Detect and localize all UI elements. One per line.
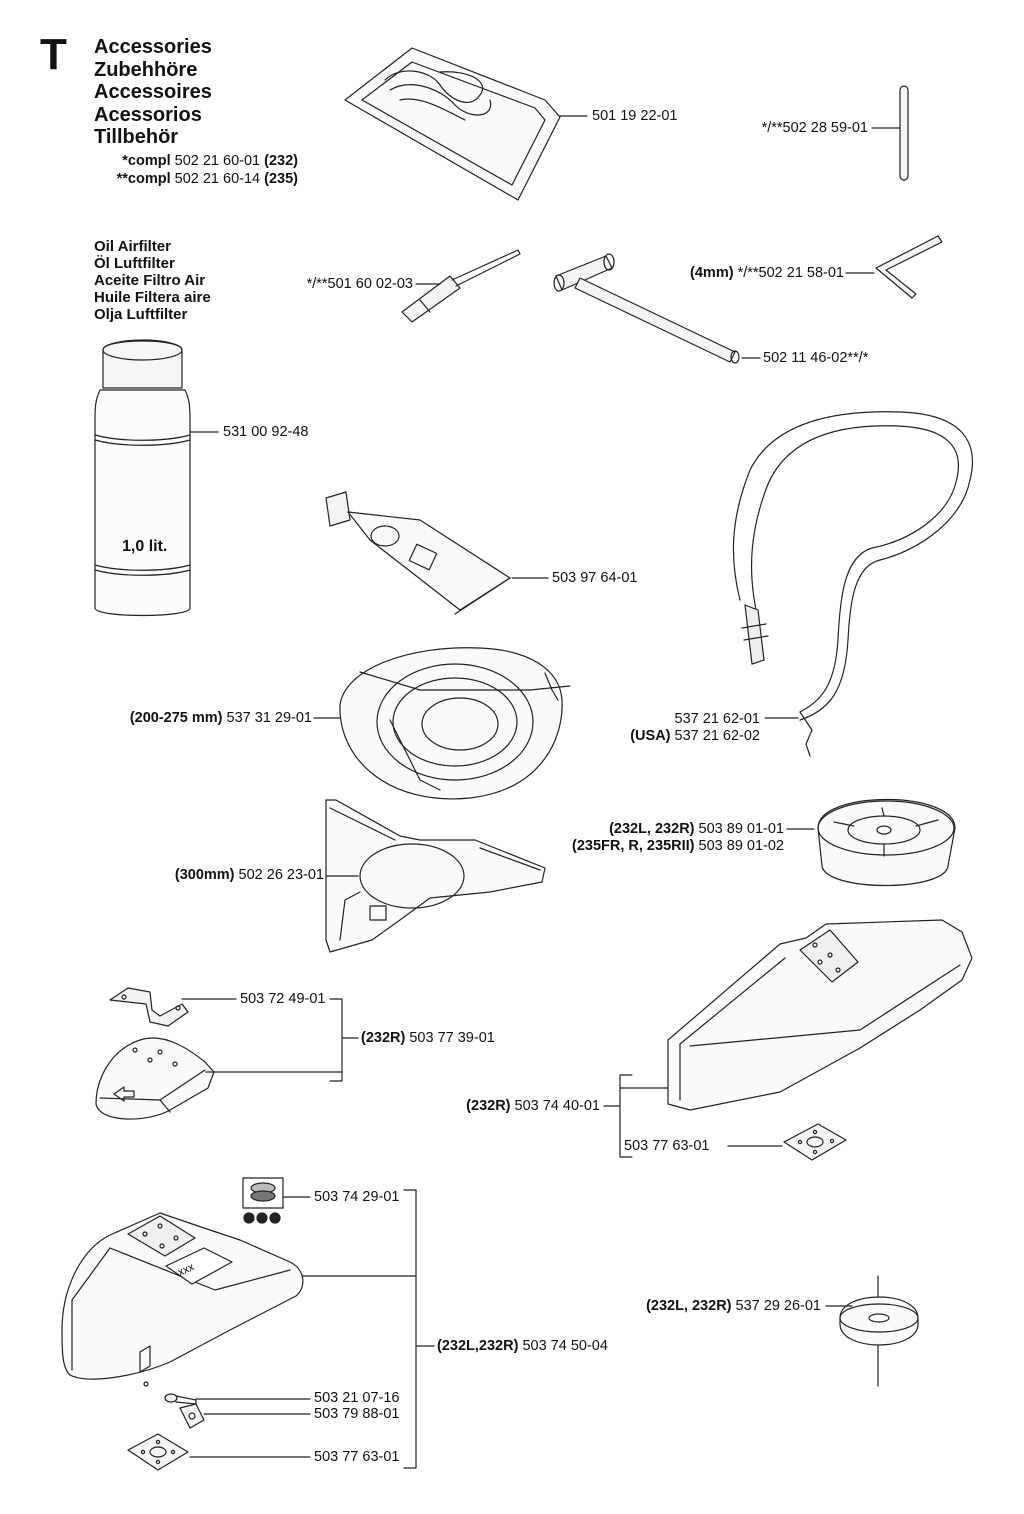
part-label-bracket: 503 72 49-01 [240, 991, 326, 1007]
part-label-clamp: 503 79 88-01 [314, 1406, 400, 1422]
part-label-washer: (232L, 232R) 537 29 26-01 [646, 1298, 821, 1314]
plate-bottom-illustration [127, 1433, 189, 1471]
clamp-illustration [179, 1403, 205, 1429]
bracket-big-guard-kit [403, 1189, 417, 1469]
part-label-blade-guard-232r: (232R) 503 74 40-01 [466, 1098, 600, 1114]
part-label-plate-bottom: 503 77 63-01 [314, 1449, 400, 1465]
title-swedish: Tillbehör [94, 126, 179, 148]
part-label-trimmer-head: 503 74 29-01 [314, 1189, 400, 1205]
plate-right-illustration [783, 1123, 847, 1161]
oil-title-german: Öl Luftfilter [94, 255, 175, 272]
oil-title-spanish: Aceite Filtro Air [94, 272, 206, 289]
blade-guard-232r-illustration [667, 919, 973, 1111]
socket-wrench-illustration [553, 253, 740, 364]
washer-illustration [839, 1275, 919, 1387]
oil-bottle-illustration [94, 339, 191, 617]
part-label-screwdriver: */**501 60 02-03 [306, 276, 413, 292]
bracket-illustration [109, 987, 189, 1027]
part-label-support-cup-235: (235FR, R, 235RII) 503 89 01-02 [572, 838, 784, 854]
part-label-socket-wrench: 502 11 46-02**/* [763, 350, 869, 366]
line-guard-illustration [339, 647, 571, 800]
part-label-allen-key: (4mm) */**502 21 58-01 [690, 265, 844, 281]
bracket-guard-232r [619, 1074, 633, 1158]
part-label-grease-tube: 503 97 64-01 [552, 570, 638, 586]
pin-illustration [899, 85, 909, 181]
part-label-oil-bottle: 531 00 92-48 [223, 424, 309, 440]
big-guard-illustration [61, 1212, 304, 1387]
part-label-harness: 537 21 62-01 [674, 711, 760, 727]
screw-illustration [164, 1393, 197, 1405]
part-label-bag: 501 19 22-01 [592, 108, 678, 124]
compl-232: *compl 502 21 60-01 (232) [122, 153, 298, 169]
section-letter: T [40, 30, 67, 79]
trimmer-head-icon [242, 1177, 284, 1224]
part-label-support-cup: (232L, 232R) 503 89 01-01 [609, 821, 784, 837]
part-label-harness-usa: (USA) 537 21 62-02 [630, 728, 760, 744]
grease-tube-illustration [325, 491, 511, 615]
bottle-volume-label: 1,0 lit. [122, 538, 168, 555]
part-label-big-guard-kit: (232L,232R) 503 74 50-04 [437, 1338, 608, 1354]
oil-title-swedish: Olja Luftfilter [94, 306, 188, 323]
oil-title-french: Huile Filtera aire [94, 289, 211, 306]
title-english: Accessories [94, 36, 212, 58]
title-spanish: Acessorios [94, 103, 202, 126]
part-label-guard-kit-232r: (232R) 503 77 39-01 [361, 1030, 495, 1046]
part-label-plate-right: 503 77 63-01 [624, 1138, 710, 1154]
harness-illustration [732, 411, 974, 757]
small-guard-illustration [95, 1037, 215, 1120]
compl-235: **compl 502 21 60-14 (235) [116, 171, 298, 187]
part-label-screw: 503 21 07-16 [314, 1390, 400, 1406]
bracket-kit-232r [329, 998, 343, 1082]
part-label-pin: */**502 28 59-01 [761, 120, 868, 136]
title-french: Accessoires [94, 81, 212, 103]
carrying-bag-illustration [344, 47, 561, 201]
allen-key-illustration [875, 235, 943, 299]
support-cup-illustration [817, 799, 956, 887]
oil-title-english: Oil Airfilter [94, 238, 171, 255]
screwdriver-illustration [401, 249, 521, 323]
blade-guard-300-illustration [325, 799, 546, 953]
part-label-blade-guard-300: (300mm) 502 26 23-01 [174, 867, 324, 883]
title-german: Zubehhöre [94, 58, 198, 81]
part-label-line-guard: (200-275 mm) 537 31 29-01 [129, 710, 312, 726]
